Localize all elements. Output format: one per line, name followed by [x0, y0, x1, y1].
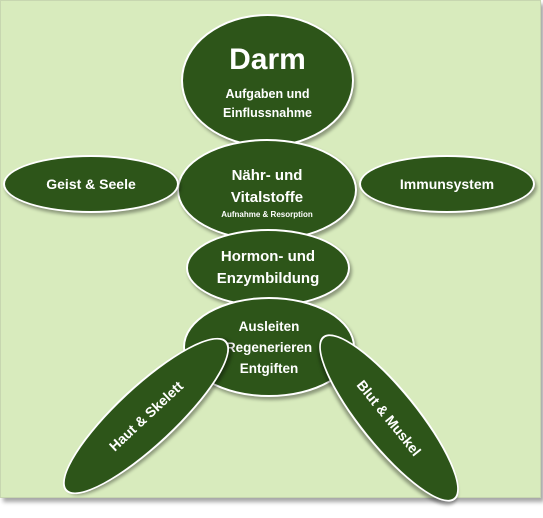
naehr-line-2: Vitalstoffe [230, 189, 304, 206]
naehr-line-1: Nähr- und [231, 167, 303, 184]
hormon-line-2: Enzymbildung [216, 270, 320, 287]
haut-skelett-node: Haut & Skelett [45, 319, 247, 513]
hormon-enzym-node: Hormon- und Enzymbildung [186, 229, 350, 307]
darm-line-1: Aufgaben und [225, 86, 310, 101]
ausleiten-line-2: Regenerieren [225, 339, 313, 355]
geist-seele-label: Geist & Seele [46, 176, 136, 192]
naehr-vitalstoffe-node: Nähr- und Vitalstoffe Aufnahme & Resorpt… [177, 139, 357, 241]
darm-title: Darm [229, 42, 306, 76]
hormon-line-1: Hormon- und [220, 248, 316, 265]
naehr-note: Aufnahme & Resorption [221, 210, 313, 219]
ausleiten-line-1: Ausleiten [238, 318, 300, 334]
immunsystem-node: Immunsystem [359, 155, 535, 213]
immunsystem-label: Immunsystem [399, 176, 495, 192]
darm-line-2: Einflussnahme [223, 105, 312, 120]
blut-muskel-label: Blut & Muskel [353, 376, 425, 460]
geist-seele-node: Geist & Seele [3, 155, 179, 213]
darm-node: Darm Aufgaben und Einflussnahme [181, 14, 354, 147]
ausleiten-line-3: Entgiften [239, 360, 299, 376]
blut-muskel-node: Blut & Muskel [300, 318, 478, 518]
haut-skelett-label: Haut & Skelett [105, 377, 187, 455]
